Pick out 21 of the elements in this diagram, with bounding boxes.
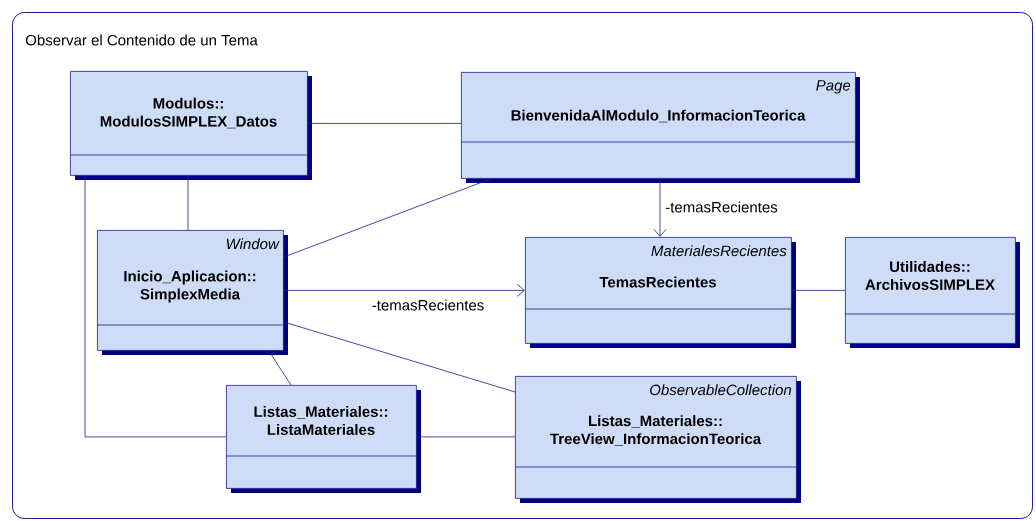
class-box: MaterialesRecientes TemasRecientes xyxy=(524,237,796,348)
class-box: Page BienvenidaAlModulo_InformacionTeorica xyxy=(460,72,860,183)
arrow xyxy=(653,178,667,237)
connector-line xyxy=(84,175,227,438)
frame-title: Observar el Contenido de un Tema xyxy=(25,34,258,46)
class-box: Utilidades:: ArchivosSIMPLEX xyxy=(844,237,1020,348)
arrow xyxy=(283,284,525,297)
edge-label: -temasRecientes xyxy=(370,298,486,312)
class-box: Listas_Materiales:: ListaMateriales xyxy=(225,385,421,493)
class-box: Window Inicio_Aplicacion:: SimplexMedia xyxy=(96,230,288,355)
edge-label: -temasRecientes xyxy=(664,200,779,214)
connector-line xyxy=(283,178,492,258)
connector-line xyxy=(307,123,462,124)
connector-line xyxy=(791,290,846,291)
connector-line xyxy=(268,350,292,386)
class-box: Modulos:: ModulosSIMPLEX_Datos xyxy=(69,71,312,180)
connector-line xyxy=(416,436,516,438)
connector-line xyxy=(283,321,516,393)
frame-box xyxy=(12,12,1033,519)
class-box: ObservableCollection Listas_Materiales:: TreeView_InformacionTeorica xyxy=(514,376,801,503)
connector-line xyxy=(187,175,189,231)
